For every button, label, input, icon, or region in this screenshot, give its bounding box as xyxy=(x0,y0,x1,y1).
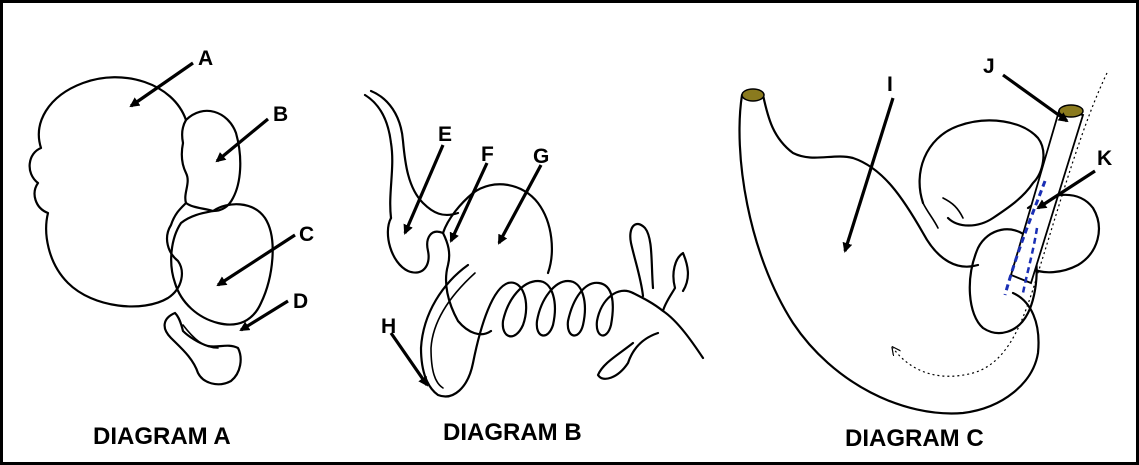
caption-diagram-a: DIAGRAM A xyxy=(93,423,231,451)
label-a: A xyxy=(198,47,213,70)
label-c: C xyxy=(299,223,314,246)
arrow-b xyxy=(217,119,268,161)
arrow-c xyxy=(218,235,295,285)
diagram-b-duct-inner xyxy=(371,91,458,215)
diagram-b-lobe-e xyxy=(388,218,443,273)
arrow-j xyxy=(1003,75,1067,121)
arrow-i xyxy=(845,98,893,251)
label-k: K xyxy=(1097,147,1112,170)
diagram-a-lobe-c xyxy=(171,204,272,324)
arrow-f xyxy=(451,163,487,241)
diagram-b-branch-top xyxy=(630,224,653,296)
diagram-a-lobe-large xyxy=(30,77,186,306)
diagrams-canvas: A B C D E F G H xyxy=(3,3,1136,462)
diagram-a-lobe-b xyxy=(182,111,241,211)
label-j: J xyxy=(983,55,995,78)
arrow-a xyxy=(131,63,193,106)
diagram-b-coil xyxy=(421,265,633,396)
diagram-b-lobe-g xyxy=(443,184,552,273)
caption-diagram-c: DIAGRAM C xyxy=(845,425,984,453)
diagram-b-drawing xyxy=(365,91,703,396)
arrow-d xyxy=(241,301,288,330)
label-b: B xyxy=(273,103,288,126)
label-e: E xyxy=(438,123,452,146)
diagram-c-tube-end-right xyxy=(1059,105,1083,117)
diagram-c-tube-end-left xyxy=(742,89,764,101)
label-d: D xyxy=(293,290,308,313)
diagram-b-duct-outer xyxy=(365,95,392,218)
diagram-c-body-i-top xyxy=(763,95,978,267)
label-f: F xyxy=(481,143,494,166)
diagram-b-branch xyxy=(598,253,703,379)
label-g: G xyxy=(533,145,549,168)
diagram-c-back-lobe xyxy=(920,120,1044,225)
label-h: H xyxy=(381,315,396,338)
arrow-e xyxy=(405,145,443,233)
diagram-c-drawing xyxy=(740,73,1107,413)
caption-diagram-b: DIAGRAM B xyxy=(443,419,582,447)
diagram-c-body-i xyxy=(740,95,1039,413)
label-i: I xyxy=(887,73,893,96)
arrow-g xyxy=(499,165,541,243)
diagram-a-drawing xyxy=(30,77,273,384)
